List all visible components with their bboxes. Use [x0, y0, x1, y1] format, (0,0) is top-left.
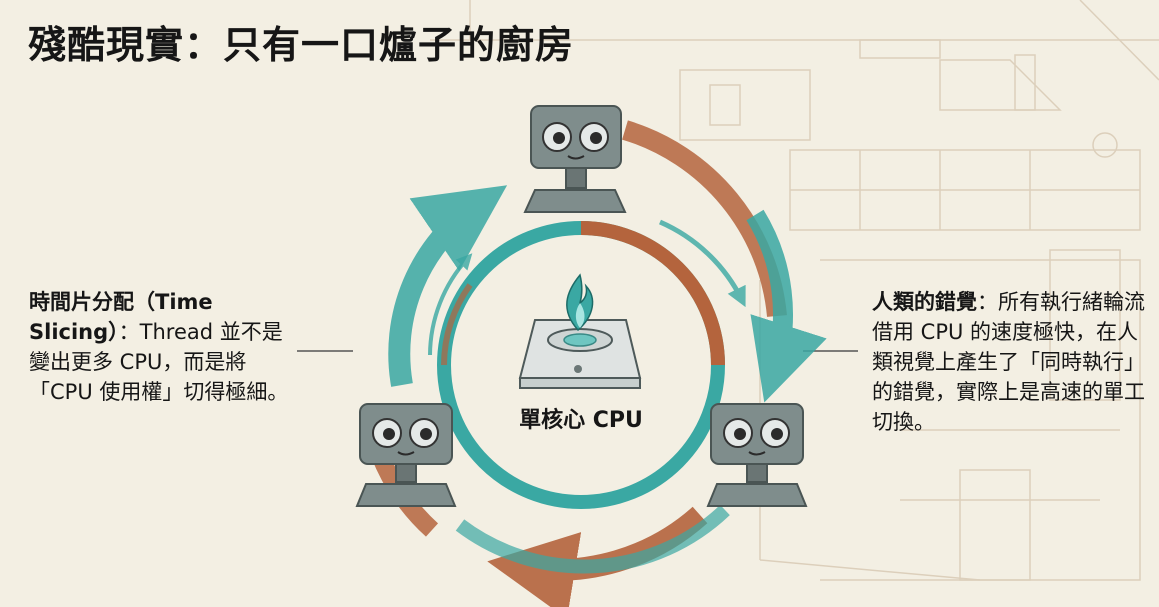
outer-cycle-teal-right [746, 209, 827, 403]
kitchen-background-sketch [430, 0, 1159, 581]
robot-icon [355, 403, 457, 507]
inner-ring-rust [580, 221, 725, 366]
flame-icon [566, 273, 594, 332]
robot-icon [706, 403, 808, 507]
page-title: 殘酷現實：只有一口爐子的廚房 [28, 23, 575, 67]
outer-cycle-teal-left [388, 185, 508, 387]
human-illusion-annotation: 人類的錯覺：所有執行緒輪流借用 CPU 的速度極快，在人類視覺上產生了「同時執行… [872, 287, 1152, 437]
inner-ring-rust-left [441, 283, 473, 366]
time-slicing-annotation: 時間片分配（Time Slicing）：Thread 並不是變出更多 CPU，而… [29, 287, 291, 407]
human-illusion-heading: 人類的錯覺 [872, 290, 977, 314]
gas-stove-icon [518, 319, 642, 389]
outer-cycle-teal-small [659, 219, 746, 308]
time-slicing-body: ：Thread 並不是變出更多 CPU，而是將 「CPU 使用權」切得極細。 [29, 320, 289, 404]
human-illusion-body: ：所有執行緒輪流借用 CPU 的速度極快，在人類視覺上產生了「同時執行」的錯覺，… [872, 290, 1145, 434]
outer-cycle-teal-bottom [455, 504, 730, 574]
robot-icon [523, 105, 627, 213]
outer-cycle-teal-inner-left [428, 253, 473, 356]
single-core-cpu-label: 單核心 CPU [519, 408, 643, 433]
time-slicing-heading: 時間片分配（Time Slicing） [29, 290, 213, 344]
